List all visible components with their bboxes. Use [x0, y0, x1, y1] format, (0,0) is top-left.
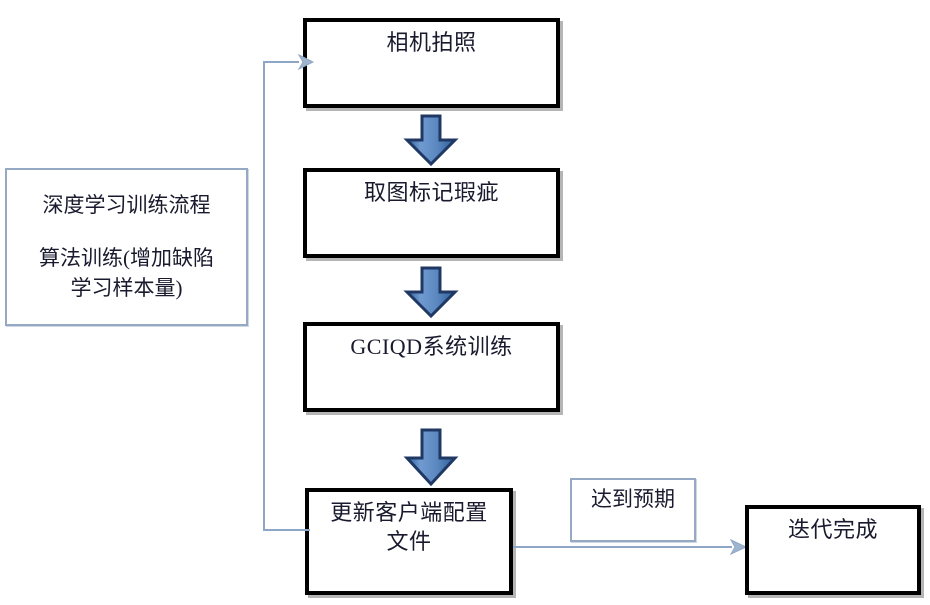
to-iteration-complete-connector — [513, 538, 748, 556]
feedback-loop-connector — [263, 53, 315, 531]
node-camera-capture-label: 相机拍照 — [386, 30, 477, 55]
node-update-client-config[interactable]: 更新客户端配置 文件 — [305, 488, 513, 595]
node-iteration-complete-label: 迭代完成 — [787, 517, 878, 542]
note-line-1: 深度学习训练流程 — [42, 193, 211, 218]
down-block-arrow-2 — [403, 266, 459, 318]
down-block-arrow-3 — [403, 428, 459, 486]
deep-learning-process-note: 深度学习训练流程 算法训练(增加缺陷 学习样本量) — [5, 168, 248, 326]
node-gciqd-training-label: GCIQD系统训练 — [350, 334, 513, 359]
note-line-2: 算法训练(增加缺陷 学习样本量) — [39, 245, 214, 301]
edge-label-expected: 达到预期 — [570, 478, 696, 542]
node-camera-capture[interactable]: 相机拍照 — [303, 18, 560, 108]
node-mark-defects[interactable]: 取图标记瑕疵 — [303, 168, 560, 258]
node-iteration-complete[interactable]: 迭代完成 — [745, 505, 921, 595]
node-mark-defects-label: 取图标记瑕疵 — [363, 180, 499, 205]
node-update-client-config-label: 更新客户端配置 文件 — [330, 500, 488, 555]
down-block-arrow-1 — [403, 114, 459, 166]
edge-label-expected-text: 达到预期 — [591, 487, 675, 511]
node-gciqd-training[interactable]: GCIQD系统训练 — [303, 322, 560, 412]
